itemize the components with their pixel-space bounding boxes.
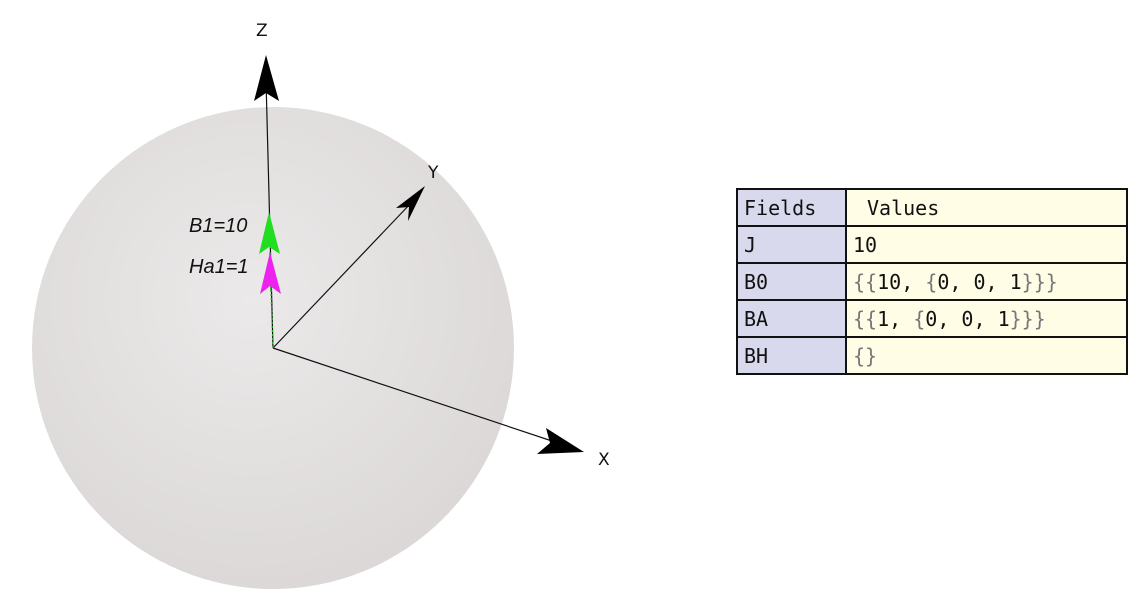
row-field: BA bbox=[736, 299, 847, 338]
vector-diagram: Z Y X B1=10 Ha1=1 bbox=[32, 21, 610, 589]
x-axis-label: X bbox=[598, 450, 610, 470]
b1-vector-arrowhead bbox=[259, 212, 280, 254]
row-value: 10 bbox=[845, 225, 1128, 264]
y-axis-label: Y bbox=[427, 163, 439, 183]
y-axis-line bbox=[272, 201, 413, 349]
table-header-row: Fields Values bbox=[736, 188, 1128, 227]
row-field: BH bbox=[736, 336, 847, 375]
row-field: B0 bbox=[736, 262, 847, 301]
ha1-vector-arrowhead bbox=[260, 252, 281, 294]
row-field: J bbox=[736, 225, 847, 264]
row-value: {{10, {0, 0, 1}}} bbox=[845, 262, 1128, 301]
header-fields: Fields bbox=[736, 188, 847, 227]
ha1-vector-label: Ha1=1 bbox=[189, 256, 249, 278]
x-axis-line bbox=[272, 347, 559, 444]
fields-table: Fields Values J 10 B0 {{10, {0, 0, 1}}} … bbox=[736, 188, 1128, 375]
z-axis-arrowhead bbox=[254, 55, 279, 101]
table-row: BH {} bbox=[736, 336, 1128, 375]
y-axis-arrowhead bbox=[396, 186, 425, 221]
row-value: {} bbox=[845, 336, 1128, 375]
table-row: BA {{1, {0, 0, 1}}} bbox=[736, 299, 1128, 338]
row-value: {{1, {0, 0, 1}}} bbox=[845, 299, 1128, 338]
ha1-vector-shaft bbox=[270, 291, 274, 349]
x-axis-arrowhead bbox=[537, 428, 584, 454]
table-row: J 10 bbox=[736, 225, 1128, 264]
header-values: Values bbox=[845, 188, 1128, 227]
b1-vector-label: B1=10 bbox=[189, 215, 247, 237]
table-row: B0 {{10, {0, 0, 1}}} bbox=[736, 262, 1128, 301]
z-axis-label: Z bbox=[256, 21, 268, 41]
